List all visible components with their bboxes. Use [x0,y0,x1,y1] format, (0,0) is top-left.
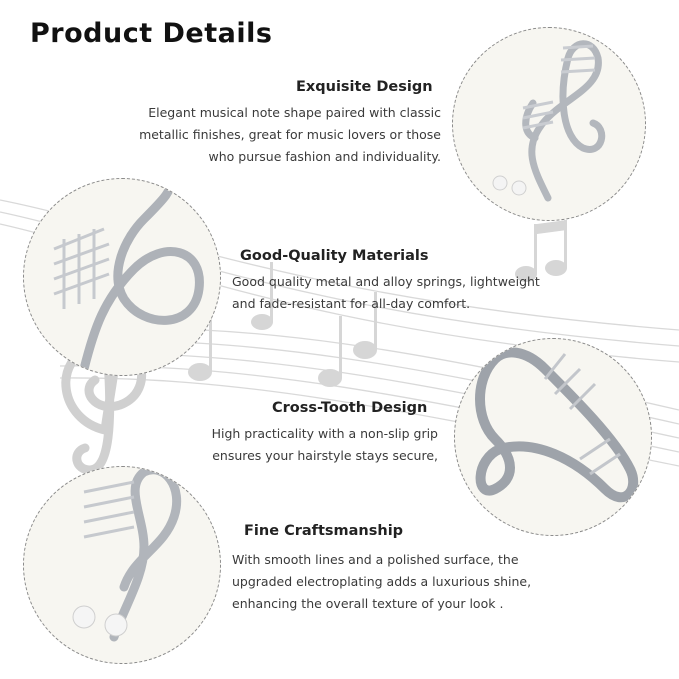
page-title: Product Details [30,18,273,49]
feature-description-fine-craftsmanship: With smooth lines and a polished surface… [232,549,531,615]
feature-description-exquisite-design: Elegant musical note shape paired with c… [139,102,441,168]
product-photo-left-top [23,178,221,376]
description-line: enhancing the overall texture of your lo… [232,596,504,611]
description-line: metallic finishes, great for music lover… [139,127,441,142]
product-photo-top-right [452,27,646,221]
feature-heading-good-quality-materials: Good-Quality Materials [240,248,429,264]
treble-clef-clip-icon [72,467,182,642]
description-line: Good quality metal and alloy springs, li… [232,274,540,289]
description-line: With smooth lines and a polished surface… [232,552,519,567]
feature-heading-cross-tooth-design: Cross-Tooth Design [272,400,428,416]
feature-description-good-quality-materials: Good quality metal and alloy springs, li… [232,271,540,315]
description-line: Elegant musical note shape paired with c… [148,105,441,120]
description-line: ensures your hairstyle stays secure, [212,448,438,463]
feature-description-cross-tooth-design: High practicality with a non-slip grip e… [212,423,438,467]
description-line: upgraded electroplating adds a luxurious… [232,574,532,589]
description-line: High practicality with a non-slip grip [211,426,438,441]
product-photo-right-bottom [454,338,652,536]
description-line: and fade-resistant for all-day comfort. [232,296,471,311]
description-line: who pursue fashion and individuality. [208,149,442,164]
product-photo-left-bottom [23,466,221,664]
feature-heading-fine-craftsmanship: Fine Craftsmanship [244,523,404,539]
treble-clef-clip-icon [492,40,606,202]
treble-clef-clip-icon [475,347,639,503]
treble-clef-clip-icon [53,179,204,374]
feature-heading-exquisite-design: Exquisite Design [296,79,433,95]
